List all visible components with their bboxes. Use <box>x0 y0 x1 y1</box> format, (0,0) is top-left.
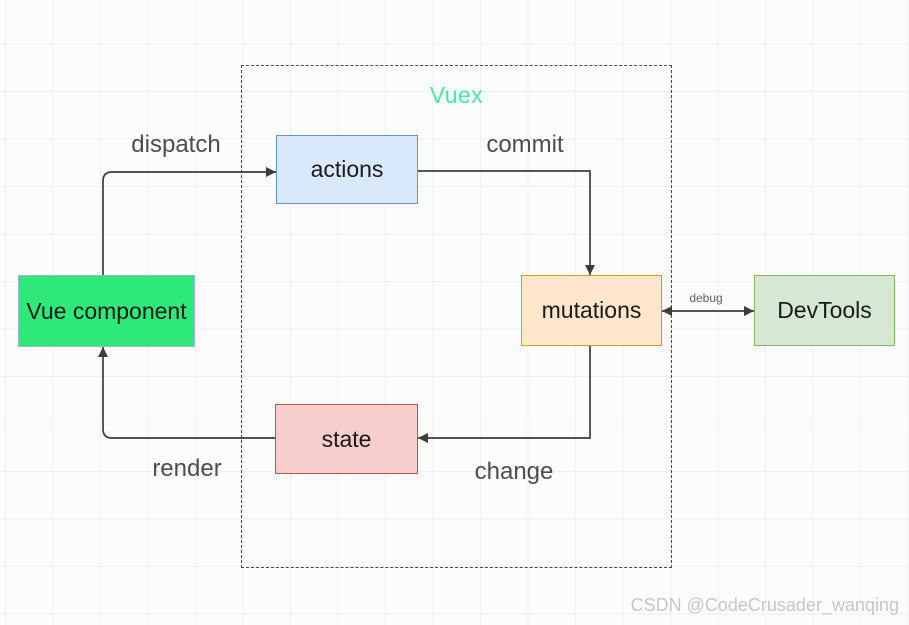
node-devtools-label: DevTools <box>777 297 872 323</box>
node-actions-label: actions <box>310 156 384 182</box>
node-state: state <box>275 404 418 474</box>
node-mutations-label: mutations <box>541 297 642 323</box>
node-devtools: DevTools <box>754 275 895 346</box>
edge-label-debug: debug <box>689 291 723 305</box>
edge-label-change: change <box>474 458 554 485</box>
node-actions: actions <box>276 135 418 204</box>
edge-label-commit: commit <box>486 131 564 158</box>
node-state-label: state <box>321 425 372 452</box>
watermark: CSDN @CodeCrusader_wanqing <box>630 595 899 615</box>
node-vue-component: Vue component <box>18 275 195 347</box>
edge-label-dispatch: dispatch <box>131 131 221 158</box>
node-mutations: mutations <box>521 275 662 346</box>
vuex-container: Vuex <box>241 65 672 568</box>
edge-label-render: render <box>152 455 222 482</box>
vuex-container-label: Vuex <box>429 82 484 108</box>
node-vue-component-label: Vue component <box>26 297 187 324</box>
